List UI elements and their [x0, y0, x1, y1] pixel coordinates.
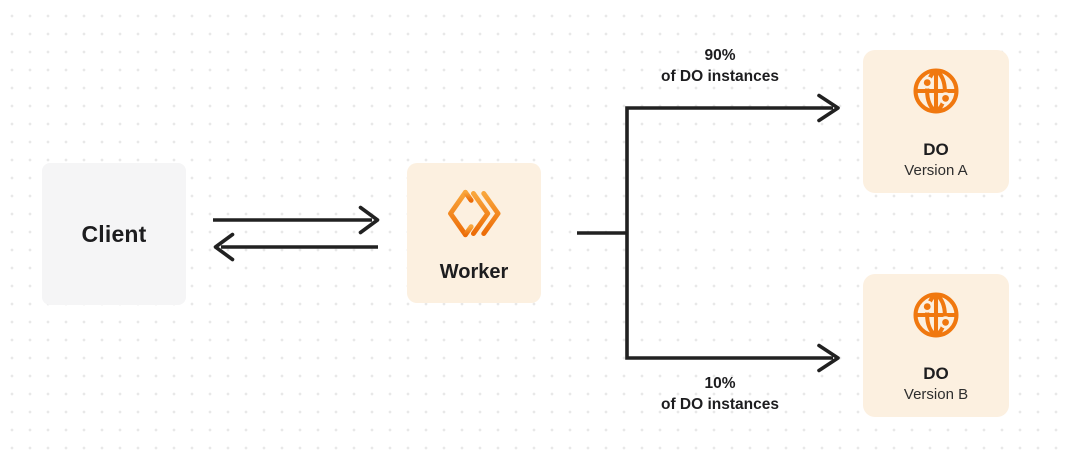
- arrowhead-to-do-b: [817, 343, 840, 373]
- arrow-client-to-worker: [213, 205, 380, 235]
- worker-label: Worker: [439, 261, 509, 283]
- do-a-title: DO: [923, 140, 949, 159]
- arrow-worker-to-client: [213, 232, 378, 262]
- split-label-90-percent-value: 90%: [704, 47, 736, 64]
- arrowhead-to-do-a: [817, 93, 840, 123]
- do-b-subtitle: Version B: [903, 386, 969, 403]
- split-label-90-percent: 90% of DO instances: [600, 45, 840, 87]
- client-label: Client: [81, 220, 147, 247]
- do-b-title: DO: [923, 364, 949, 383]
- node-do-version-a: DO Version A: [863, 50, 1009, 193]
- node-worker: Worker: [407, 163, 541, 303]
- split-label-10-percent-caption: of DO instances: [661, 396, 779, 413]
- durable-object-globe-icon: [909, 288, 963, 347]
- do-a-subtitle: Version A: [904, 162, 968, 179]
- durable-object-globe-icon: [909, 64, 963, 123]
- cloudflare-workers-icon: [444, 186, 504, 246]
- node-client: Client: [42, 163, 186, 305]
- split-label-10-percent-value: 10%: [704, 375, 736, 392]
- split-label-10-percent: 10% of DO instances: [600, 373, 840, 415]
- split-label-90-percent-caption: of DO instances: [661, 68, 779, 85]
- node-do-version-b: DO Version B: [863, 274, 1009, 417]
- split-branch-lines: [625, 106, 833, 360]
